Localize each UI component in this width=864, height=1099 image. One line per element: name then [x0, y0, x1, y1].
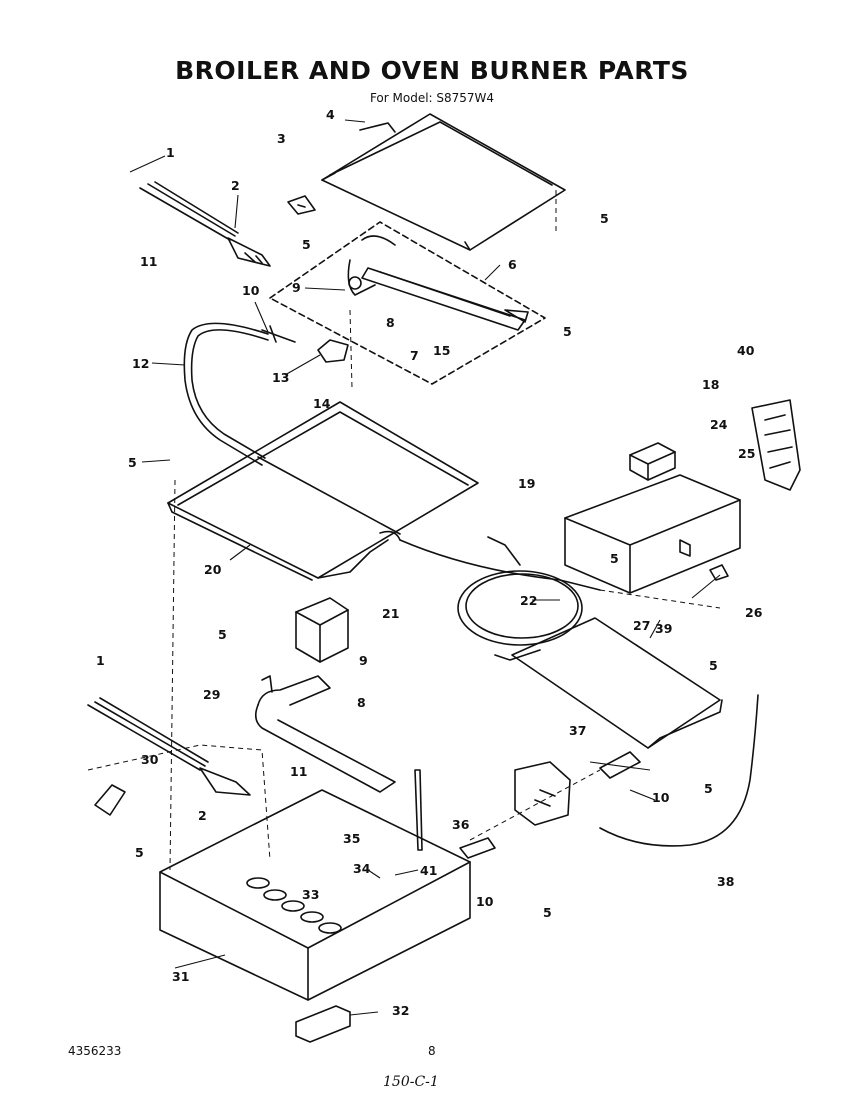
callout-35: 35	[343, 831, 360, 846]
callout-5: 5	[563, 324, 572, 339]
fitting-part-10-right	[599, 751, 641, 779]
bracket-part-13	[317, 339, 349, 363]
callout-5: 5	[218, 627, 227, 642]
burner-assembly-box-part-6	[269, 221, 546, 385]
part-26	[709, 564, 729, 581]
circuit-board-part-40	[751, 399, 801, 491]
callout-5: 5	[704, 781, 713, 796]
callout-33: 33	[302, 887, 319, 902]
callout-11: 11	[140, 254, 157, 269]
callout-36: 36	[452, 817, 470, 832]
fitting-part-10-lower	[459, 837, 496, 859]
callout-6: 6	[508, 257, 517, 272]
broiler-burner-part-7	[347, 235, 529, 331]
callout-2: 2	[198, 808, 207, 823]
heat-shield-part-39	[511, 617, 723, 749]
gas-tube-part-12	[183, 322, 296, 466]
callout-5: 5	[135, 845, 144, 860]
callout-2: 2	[231, 178, 240, 193]
callout-40: 40	[737, 343, 755, 358]
callout-5: 5	[610, 551, 619, 566]
control-box-part-25	[564, 474, 741, 594]
tube-part-36	[414, 769, 423, 851]
bracket-part-30	[94, 784, 126, 816]
callout-29: 29	[203, 687, 220, 702]
callout-20: 20	[204, 562, 222, 577]
model-subtitle: For Model: S8757W4	[369, 91, 495, 105]
bake-burner-part-29	[254, 675, 396, 793]
callout-1: 1	[96, 653, 105, 668]
callout-1: 1	[166, 145, 175, 160]
diagram-title: BROILER AND OVEN BURNER PARTS	[175, 56, 689, 85]
callout-14: 14	[313, 396, 331, 411]
callout-4: 4	[326, 107, 335, 122]
igniter-part-2-lower	[87, 697, 251, 796]
part-21	[295, 597, 349, 663]
handwritten-note: 150-C-1	[383, 1074, 439, 1090]
callout-12: 12	[132, 356, 149, 371]
callout-18: 18	[702, 377, 719, 392]
callout-31: 31	[172, 969, 189, 984]
callout-10: 10	[242, 283, 260, 298]
ignition-module-part-24	[629, 442, 676, 481]
igniter-part-2-upper	[139, 181, 271, 267]
callout-13: 13	[272, 370, 289, 385]
callout-39: 39	[655, 621, 672, 636]
callout-9: 9	[359, 653, 368, 668]
tube-part-38	[599, 694, 759, 847]
callout-5: 5	[709, 658, 718, 673]
callout-5: 5	[302, 237, 311, 252]
callout-41: 41	[420, 863, 437, 878]
page-number: 8	[428, 1044, 436, 1058]
part-32	[295, 1005, 351, 1043]
callout-27: 27	[633, 618, 650, 633]
callout-38: 38	[717, 874, 734, 889]
callout-37: 37	[569, 723, 586, 738]
callout-26: 26	[745, 605, 763, 620]
callout-5: 5	[600, 211, 609, 226]
callout-25: 25	[738, 446, 755, 461]
callout-22: 22	[520, 593, 537, 608]
callout-5: 5	[543, 905, 552, 920]
callout-3: 3	[277, 131, 286, 146]
callout-8: 8	[386, 315, 395, 330]
callout-15: 15	[433, 343, 450, 358]
callout-30: 30	[141, 752, 159, 767]
callout-8: 8	[357, 695, 366, 710]
burner-box-part-31	[159, 789, 471, 1001]
thermostat-capillary-part-22	[399, 536, 601, 661]
callout-5: 5	[128, 455, 137, 470]
callout-9: 9	[292, 280, 301, 295]
callout-10: 10	[652, 790, 670, 805]
callout-10: 10	[476, 894, 494, 909]
callout-32: 32	[392, 1003, 409, 1018]
callout-11: 11	[290, 764, 307, 779]
callout-34: 34	[353, 861, 371, 876]
bracket-part-3	[287, 195, 316, 215]
callout-19: 19	[518, 476, 535, 491]
callout-21: 21	[382, 606, 399, 621]
safety-valve-part-37	[514, 761, 571, 826]
oven-bottom-plate-part-20	[167, 401, 479, 581]
callout-7: 7	[410, 348, 419, 363]
broiler-shield-part-4	[321, 113, 566, 251]
document-number: 4356233	[68, 1044, 122, 1058]
callout-24: 24	[710, 417, 728, 432]
